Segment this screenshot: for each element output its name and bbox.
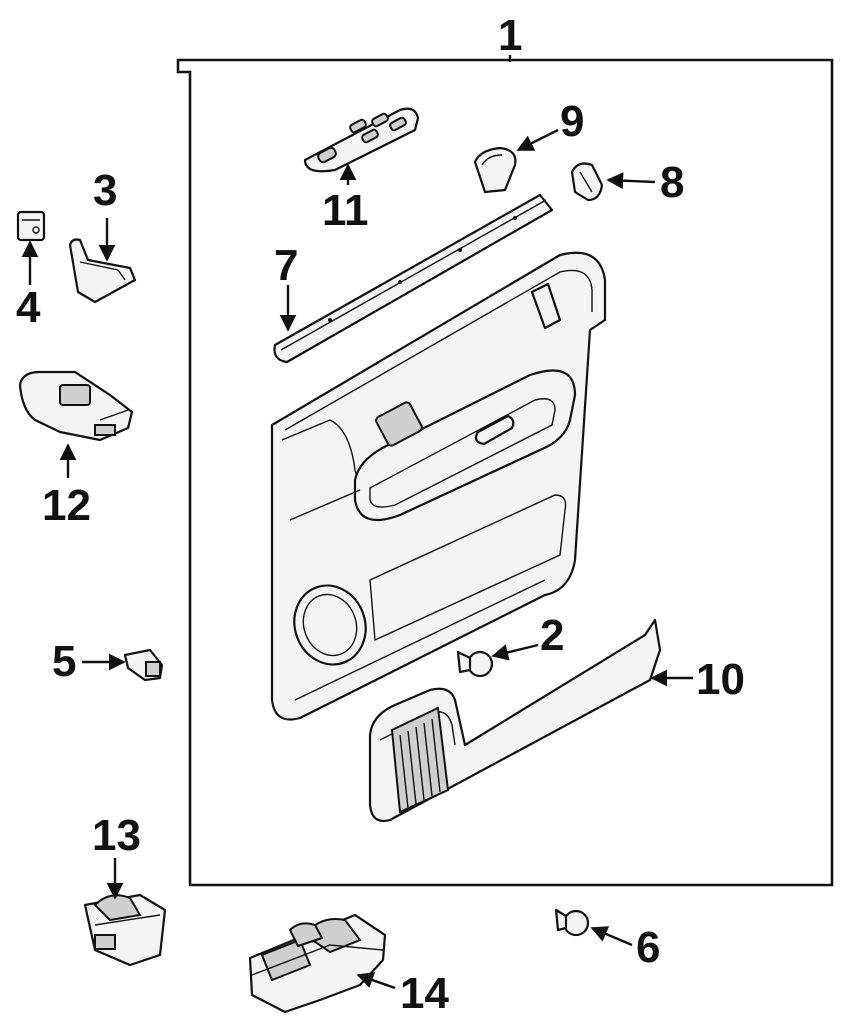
door-trim-panel	[270, 251, 607, 721]
callout-9: 9	[560, 97, 584, 146]
assembly-frame	[176, 55, 834, 887]
callout-labels: 1 2 3 4 5 6 7 8 9 10 11 12 13 14	[16, 11, 745, 1018]
part-5-retainer	[123, 648, 164, 682]
part-11-switch-bezel	[303, 107, 420, 173]
callout-7: 7	[274, 241, 298, 290]
callout-6: 6	[636, 923, 660, 972]
part-14-window-switch	[248, 913, 387, 1014]
leader-lines	[21, 128, 693, 990]
callout-11: 11	[322, 186, 369, 235]
speaker-grille	[399, 718, 441, 809]
part-6-push-clip	[554, 908, 590, 937]
callout-12: 12	[42, 481, 91, 530]
callout-1: 1	[498, 11, 522, 60]
part-2-push-clip	[456, 650, 494, 678]
callout-8: 8	[660, 158, 684, 207]
part-7-trim-strip	[273, 193, 554, 364]
part-10-lower-panel	[368, 618, 662, 823]
part-12-switch-assembly	[18, 370, 134, 442]
part-9-bezel	[473, 146, 517, 194]
callout-3: 3	[93, 166, 117, 215]
part-4-clip	[16, 210, 46, 242]
part-13-switch	[83, 893, 167, 967]
part-8-clip	[570, 162, 604, 202]
callout-14: 14	[400, 969, 449, 1018]
callout-10: 10	[696, 655, 745, 704]
part-3-bracket	[68, 238, 137, 304]
callout-13: 13	[92, 811, 141, 860]
callout-2: 2	[540, 611, 564, 660]
callout-5: 5	[52, 637, 76, 686]
callout-4: 4	[16, 283, 41, 332]
